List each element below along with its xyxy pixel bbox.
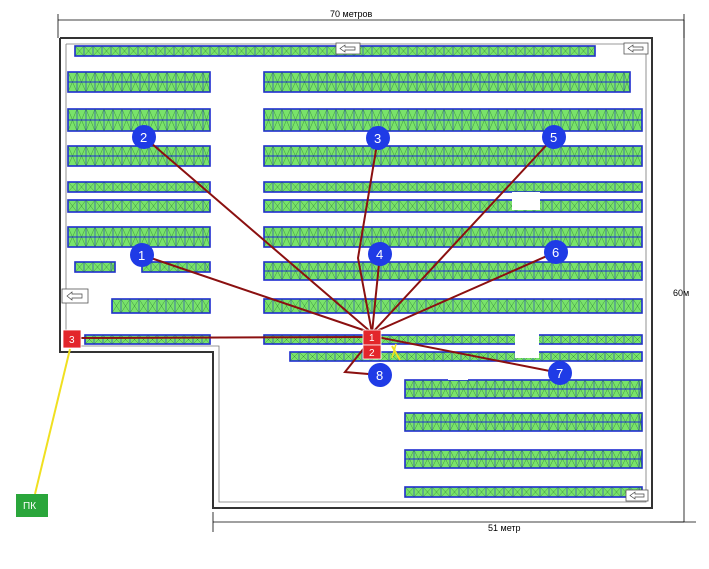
node-2: 2 <box>132 125 156 149</box>
panel-3: 3 <box>62 329 82 349</box>
rack-row <box>263 226 643 248</box>
dimension-right-label: 60м <box>673 288 689 298</box>
node-4-label: 4 <box>376 247 383 262</box>
cable-to-node-7 <box>371 335 561 374</box>
exit-sign-top-center <box>335 42 361 55</box>
panel-1: 1 <box>362 329 382 346</box>
node-7: 7 <box>548 361 572 385</box>
node-6-label: 6 <box>552 245 559 260</box>
cable-to-panel-3 <box>71 336 373 339</box>
aisle-gap <box>512 192 540 210</box>
rack-row <box>84 334 211 345</box>
rack-row <box>263 298 643 314</box>
panel-1-label: 1 <box>369 333 375 344</box>
node-3-label: 3 <box>374 131 381 146</box>
rack-row <box>404 449 643 469</box>
dimension-top-label: 70 метров <box>330 9 373 19</box>
rack-rows <box>67 45 643 498</box>
nodes: 1 2 3 4 5 6 7 8 <box>130 125 572 387</box>
rack-row <box>289 351 643 362</box>
cable-to-node-3 <box>356 137 379 334</box>
node-7-label: 7 <box>556 366 563 381</box>
rack-row <box>404 379 643 399</box>
cable-to-node-6 <box>371 251 557 334</box>
panel-2-label: 2 <box>369 348 375 359</box>
node-6: 6 <box>544 240 568 264</box>
node-3: 3 <box>366 126 390 150</box>
cable-to-node-5 <box>371 136 555 334</box>
cable-to-node-1 <box>141 254 373 334</box>
cable-lines <box>71 136 561 376</box>
cable-to-node-2 <box>143 136 373 334</box>
node-8-label: 8 <box>376 368 383 383</box>
aisle-gap <box>448 366 468 380</box>
exit-sign-top-right <box>623 42 649 55</box>
rack-row <box>74 261 116 273</box>
dimension-lines <box>57 14 696 532</box>
node-5: 5 <box>542 125 566 149</box>
exit-sign-bottom-right <box>625 489 649 502</box>
panel-3-label: 3 <box>69 335 75 346</box>
rack-row <box>263 199 643 213</box>
yellow-marker <box>391 345 401 361</box>
panel-2: 2 <box>362 344 382 360</box>
rack-row <box>67 71 211 93</box>
cable-to-pk <box>34 348 71 495</box>
node-1: 1 <box>130 243 154 267</box>
aisle-gap <box>515 332 539 358</box>
rack-row <box>263 108 643 132</box>
rack-row <box>263 261 643 281</box>
rack-row <box>263 71 631 93</box>
node-5-label: 5 <box>550 130 557 145</box>
pk-label: ПК <box>23 501 36 512</box>
pk-box: ПК <box>16 494 48 517</box>
dimension-bottom-label: 51 метр <box>488 523 521 533</box>
node-2-label: 2 <box>140 130 147 145</box>
rack-row <box>67 181 211 193</box>
rack-row <box>263 145 643 167</box>
rack-row <box>67 199 211 213</box>
rack-row <box>404 412 643 432</box>
rack-row <box>67 145 211 167</box>
exit-sign-left <box>61 288 89 304</box>
cable-to-node-4 <box>371 253 381 334</box>
node-4: 4 <box>368 242 392 266</box>
node-8: 8 <box>368 363 392 387</box>
rack-row <box>67 108 211 132</box>
rack-row <box>111 298 211 314</box>
rack-row <box>74 45 596 57</box>
rack-row <box>263 181 643 193</box>
yellow-marker-2 <box>391 343 397 359</box>
node-1-label: 1 <box>138 248 145 263</box>
rack-row <box>404 486 643 498</box>
